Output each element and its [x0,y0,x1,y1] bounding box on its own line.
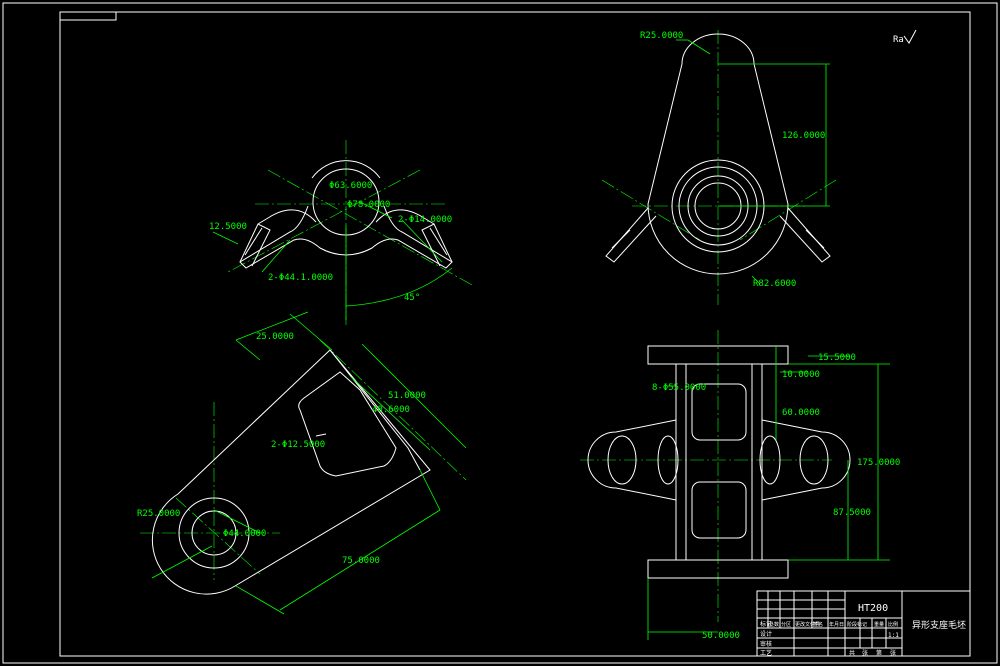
col-sign: 签名 [813,621,823,628]
label-design: 设计 [760,630,772,638]
material: HT200 [858,603,888,614]
col-date: 年月日 [829,621,844,628]
surface-finish-mark: Ra [893,29,917,45]
label-mark: 标记 [760,620,772,628]
bottom-right-view: 15.5000 10.0000 8-Φ55.0000 60.0000 175.0… [580,330,900,641]
part-name: 异形支座毛坯 [912,619,966,631]
col-count: 处数 [769,621,779,628]
dim-2-14: 2-Φ14.0000 [398,215,452,225]
col-change-doc: 更改文件号 [795,621,820,628]
dim-2-12-5: 2-Φ12.5000 [271,440,325,450]
dim-50: 50.0000 [702,631,740,641]
bottom-left-view: 25.0000 51.0000 40.6000 2-Φ12.5000 R25.0… [137,311,467,615]
dim-75: 75.0000 [342,556,380,566]
corner-tag [59,11,117,21]
col-zone: 分区 [781,621,791,628]
dim-d78: Φ78.0000 [347,200,390,210]
dim-87-5: 87.5000 [833,508,871,518]
dim-175: 175.0000 [857,458,900,468]
dim-25: 25.0000 [256,332,294,342]
dim-12-5-top: 12.5000 [209,222,247,232]
label-review: 审核 [760,640,772,648]
title-block: 标记 设计 审核 工艺 处数 分区 更改文件号 签名 年月日 阶段标记 重量 比… [756,590,971,657]
label-weight: 重量 [874,621,884,628]
sheet-no-label: 第 [876,649,882,657]
dim-60: 60.0000 [782,408,820,418]
dim-15-5: 15.5000 [818,353,856,363]
sheet-total-unit: 张 [862,649,868,657]
sheet-no-unit: 张 [890,649,896,657]
dim-40-6: 40.6000 [372,405,410,415]
dim-angle-45: 45° [404,293,420,303]
dim-d44: Φ44.0000 [223,529,266,539]
dim-51: 51.0000 [388,391,426,401]
dim-8-55: 8-Φ55.0000 [652,383,706,393]
label-ratio: 比例 [888,621,898,628]
top-right-view: R25.0000 126.0000 R82.6000 [601,30,837,305]
label-stage: 阶段标记 [847,621,867,628]
dim-10: 10.0000 [782,370,820,380]
dim-r25-left: R25.0000 [137,509,180,519]
label-process: 工艺 [760,649,772,657]
dim-d63: Φ63.6000 [329,181,372,191]
ratio-value: 1:1 [888,632,899,639]
dim-126: 126.0000 [782,131,825,141]
top-left-view: Φ63.6000 Φ78.0000 12.5000 2-Φ14.0000 2-Φ… [209,140,473,325]
inner-frame [59,11,971,657]
dim-r25-top: R25.0000 [640,31,683,41]
dim-r82: R82.6000 [753,279,796,289]
sheet-total-label: 共 [849,649,855,657]
dim-2-44: 2-Φ44.1.0000 [268,273,333,283]
surface-finish-label: Ra [893,35,904,45]
